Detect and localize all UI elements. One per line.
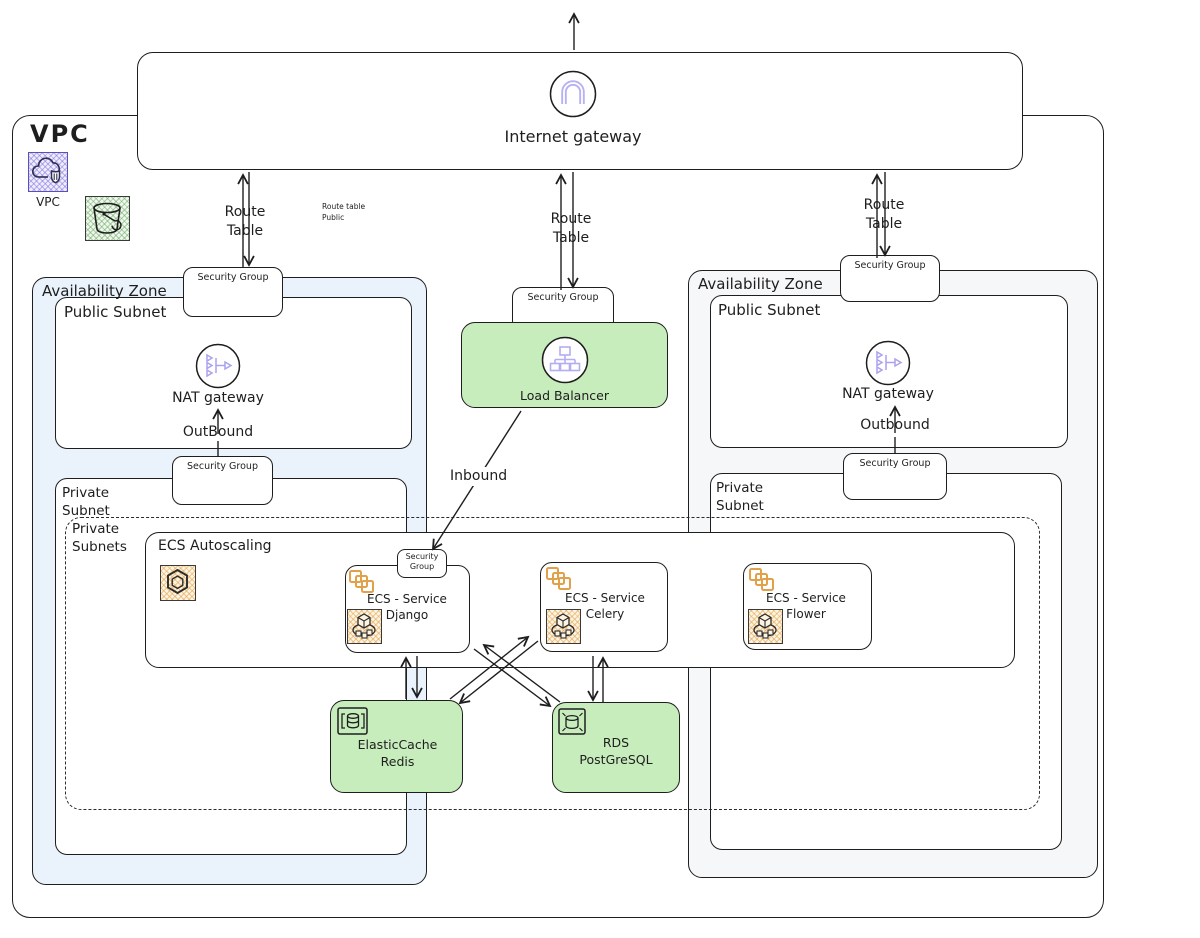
elasticache-redis-node [330, 700, 463, 793]
ecs-service-icon-django [347, 609, 382, 644]
outbound-right-label: Outbound [860, 417, 930, 433]
ecs-service-icon-flower [748, 609, 783, 644]
public-subnet-right [710, 295, 1068, 448]
inbound-label: Inbound [447, 467, 511, 486]
nat-gateway-left-label: NAT gateway [172, 390, 264, 406]
route-table-public-note: Route table Public [322, 202, 366, 223]
stacked-squares-icon-flower [749, 568, 776, 594]
nat-gateway-right-label: NAT gateway [842, 386, 934, 402]
elasticache-redis-label: ElasticCache Redis [357, 737, 438, 769]
outbound-left-label: OutBound [182, 424, 254, 440]
availability-zone-left-label: Availability Zone [42, 282, 167, 300]
ecs-service-celery-label: ECS - Service Celery [565, 591, 645, 622]
private-subnet-left-label: Private Subnet [62, 485, 110, 520]
ecs-service-django-label: ECS - Service Django [367, 592, 447, 623]
load-balancer-icon [541, 336, 589, 384]
relational-database-icon [558, 708, 587, 736]
stacked-squares-icon-django [349, 570, 376, 596]
private-subnet-right-label: Private Subnet [716, 480, 764, 515]
ecs-cluster-icon [160, 565, 196, 601]
ecs-service-flower-label: ECS - Service Flower [766, 591, 846, 622]
rds-postgresql-label: RDS PostGreSQL [579, 735, 653, 767]
security-group-tab-right-top: Security Group [840, 255, 940, 302]
cache-database-icon [337, 707, 369, 736]
internet-gateway-label: Internet gateway [504, 127, 642, 146]
security-group-tab-left-top: Security Group [183, 267, 283, 317]
public-subnet-right-label: Public Subnet [718, 301, 821, 319]
security-group-tab-django: Security Group [397, 549, 447, 578]
load-balancer-label: Load Balancer [520, 388, 609, 403]
bucket-icon [85, 196, 130, 241]
vpc-icon [28, 152, 68, 192]
vpc-title: VPC [30, 120, 90, 148]
nat-gateway-icon-left [195, 343, 241, 389]
internet-gateway-icon [549, 70, 597, 118]
ecs-autoscaling-label: ECS Autoscaling [158, 538, 272, 554]
availability-zone-right-label: Availability Zone [698, 275, 823, 293]
private-subnets-group [65, 517, 1040, 810]
security-group-tab-left-mid: Security Group [172, 456, 273, 505]
stacked-squares-icon-celery [546, 567, 573, 593]
public-subnet-left-label: Public Subnet [64, 303, 167, 321]
rds-postgresql-node [552, 702, 680, 793]
security-group-tab-right-mid: Security Group [843, 453, 947, 500]
nat-gateway-icon-right [865, 340, 911, 386]
route-table-label-right: Route Table [863, 197, 905, 232]
route-table-label-left: Route Table [224, 204, 266, 239]
route-table-label-mid: Route Table [550, 211, 592, 246]
ecs-service-icon-celery [546, 609, 581, 644]
private-subnets-label: Private Subnets [72, 521, 127, 556]
vpc-icon-caption: VPC [36, 195, 60, 209]
